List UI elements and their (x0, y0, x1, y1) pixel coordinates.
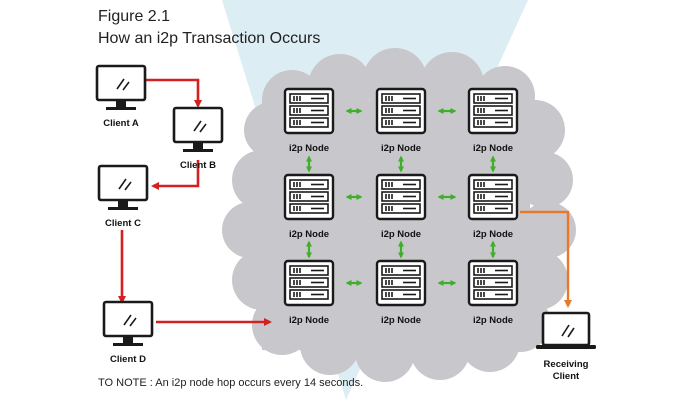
receiving-client-label-line2: Client (553, 371, 580, 382)
i2p-node: i2p Node (467, 173, 519, 240)
i2p-node: i2p Node (467, 87, 519, 154)
i2p-node: i2p Node (283, 173, 335, 240)
figure-title: Figure 2.1 (98, 8, 171, 25)
receiving-client-label-line1: Receiving (544, 359, 589, 370)
client-d-label: Client D (110, 354, 146, 365)
i2p-network-cloud (222, 48, 576, 382)
server-rack-icon (375, 87, 427, 135)
client-a-label: Client A (103, 118, 139, 129)
client-c: Client C (97, 164, 149, 229)
i2p-node: i2p Node (283, 87, 335, 154)
server-rack-icon (375, 173, 427, 221)
receiving-client: Receiving Client (536, 311, 596, 382)
server-rack-icon (467, 87, 519, 135)
footnote: TO NOTE : An i2p node hop occurs every 1… (98, 377, 364, 389)
desktop-monitor-icon (172, 106, 224, 154)
client-c-label: Client C (105, 218, 141, 229)
server-rack-icon (283, 259, 335, 307)
client-b-label: Client B (180, 160, 216, 171)
node-label: i2p Node (381, 229, 421, 240)
node-label: i2p Node (289, 315, 329, 326)
node-label: i2p Node (473, 143, 513, 154)
server-rack-icon (283, 173, 335, 221)
server-rack-icon (375, 259, 427, 307)
laptop-icon (536, 311, 596, 349)
server-rack-icon (467, 173, 519, 221)
path-network-to-receiver (520, 210, 572, 308)
node-label: i2p Node (473, 229, 513, 240)
client-a: Client A (95, 64, 147, 129)
node-label: i2p Node (289, 143, 329, 154)
client-b: Client B (172, 106, 224, 171)
i2p-node: i2p Node (375, 87, 427, 154)
client-d: Client D (102, 300, 154, 365)
figure-subtitle: How an i2p Transaction Occurs (98, 30, 321, 47)
node-label: i2p Node (381, 315, 421, 326)
node-label: i2p Node (289, 229, 329, 240)
i2p-node: i2p Node (375, 173, 427, 240)
client-route (118, 78, 272, 326)
i2p-node: i2p Node (467, 259, 519, 326)
path-a-to-b (146, 78, 202, 108)
node-label: i2p Node (473, 315, 513, 326)
server-rack-icon (283, 87, 335, 135)
node-label: i2p Node (381, 143, 421, 154)
i2p-node: i2p Node (283, 259, 335, 326)
server-rack-icon (467, 259, 519, 307)
node-links (306, 108, 496, 286)
i2p-node: i2p Node (375, 259, 427, 326)
desktop-monitor-icon (102, 300, 154, 348)
desktop-monitor-icon (95, 64, 147, 112)
i2p-node-grid: i2p Node i2p Node i2p Node i2p Node i2p … (283, 87, 519, 326)
path-b-to-c (151, 160, 200, 190)
desktop-monitor-icon (97, 164, 149, 212)
